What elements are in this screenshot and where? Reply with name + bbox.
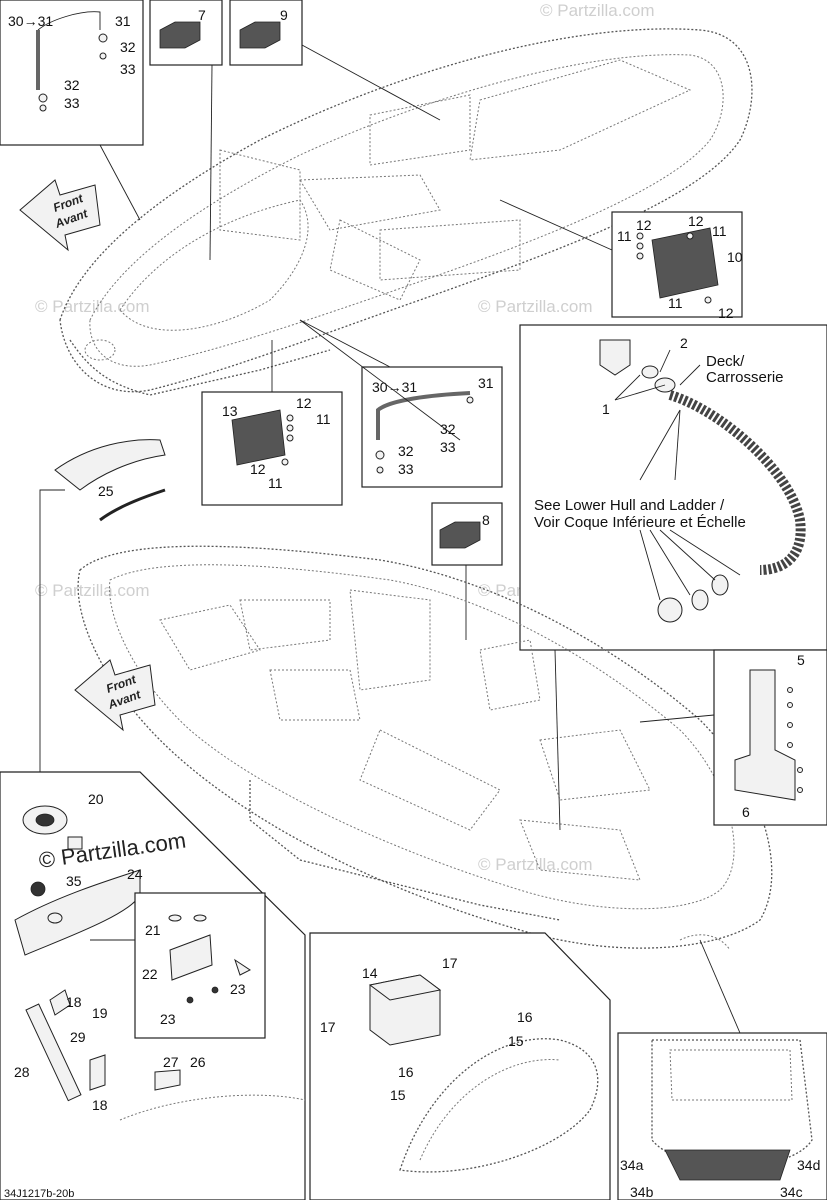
front-arrow-top: Front Avant bbox=[19, 179, 101, 252]
see-lower-hull-label: See Lower Hull and Ladder / bbox=[534, 497, 725, 514]
callout: 33 bbox=[398, 461, 414, 477]
callout: 11 bbox=[316, 411, 331, 427]
callout: 34d bbox=[797, 1157, 820, 1173]
box-hinge: 21 22 23 23 bbox=[134, 892, 266, 1039]
box-handle-mid: 30→31 31 32 33 32 33 bbox=[361, 366, 503, 488]
watermark: © Partzilla.com bbox=[35, 581, 150, 600]
callout: 5 bbox=[797, 652, 805, 668]
callout: 16 bbox=[517, 1009, 533, 1025]
callout: 34a bbox=[620, 1157, 644, 1173]
callout: 34c bbox=[780, 1184, 803, 1200]
box-grille-13: 13 12 11 12 11 bbox=[201, 391, 343, 506]
callout: 2 bbox=[680, 335, 688, 351]
front-arrow-mid: Front Avant bbox=[74, 659, 156, 732]
watermark: © Partzilla.com bbox=[478, 855, 593, 874]
box-cooler: 14 17 16 15 17 16 15 bbox=[309, 932, 611, 1200]
callout: 32 bbox=[64, 77, 80, 93]
callout: 15 bbox=[508, 1033, 524, 1049]
voir-coque-label: Voir Coque Inférieure et Échelle bbox=[534, 514, 746, 531]
callout: 32 bbox=[398, 443, 414, 459]
callout: 11 bbox=[268, 475, 283, 491]
callout: 33 bbox=[64, 95, 80, 111]
callout: 8 bbox=[482, 512, 490, 528]
callout: 31 bbox=[478, 375, 494, 391]
callout: 32 bbox=[120, 39, 136, 55]
callout: 27 bbox=[163, 1054, 179, 1070]
callout: 35 bbox=[66, 873, 82, 889]
upper-deck-drawing bbox=[59, 28, 753, 396]
callout: 33 bbox=[120, 61, 136, 77]
box-handle-top: 30→31 31 32 33 32 33 bbox=[0, 0, 144, 146]
callout: 18 bbox=[66, 994, 82, 1010]
callout: 15 bbox=[390, 1087, 406, 1103]
callout: 28 bbox=[14, 1064, 30, 1080]
callout: 16 bbox=[398, 1064, 414, 1080]
callout: 11 bbox=[668, 295, 683, 311]
watermark: © Partzilla.com bbox=[478, 297, 593, 316]
callout: 20 bbox=[88, 791, 104, 807]
lower-deck-drawing bbox=[77, 545, 773, 951]
callout: 12 bbox=[636, 217, 652, 233]
callout: 6 bbox=[742, 804, 750, 820]
callout: 23 bbox=[160, 1011, 176, 1027]
callout: 32 bbox=[440, 421, 456, 437]
callout: 29 bbox=[70, 1029, 86, 1045]
callout: 31 bbox=[115, 13, 131, 29]
callout: 17 bbox=[320, 1019, 336, 1035]
deck-label: Deck/ bbox=[706, 353, 745, 370]
callout: 7 bbox=[198, 7, 206, 23]
box-part-8: 8 bbox=[431, 502, 503, 566]
callout: 17 bbox=[442, 955, 458, 971]
carrosserie-label: Carrosserie bbox=[706, 369, 784, 386]
callout: 9 bbox=[280, 7, 288, 23]
callout: 12 bbox=[718, 305, 734, 321]
callout: 19 bbox=[92, 1005, 108, 1021]
watermark: © Partzilla.com bbox=[540, 1, 655, 20]
box-part-7: 7 bbox=[149, 0, 223, 66]
figure-code: 34J1217b-20b bbox=[4, 1188, 74, 1200]
box-grille-10: 11 12 12 11 10 11 12 bbox=[611, 211, 743, 321]
callout: 10 bbox=[727, 249, 743, 265]
callout: 11 bbox=[712, 223, 727, 239]
callout: 23 bbox=[230, 981, 246, 997]
callout: 33 bbox=[440, 439, 456, 455]
callout: 14 bbox=[362, 965, 378, 981]
callout: 12 bbox=[296, 395, 312, 411]
part-lid: 25 bbox=[54, 439, 166, 522]
callout: 25 bbox=[98, 483, 114, 499]
callout: 11 bbox=[617, 228, 632, 244]
callout: 26 bbox=[190, 1054, 206, 1070]
callout: 34b bbox=[630, 1184, 654, 1200]
callout: 1 bbox=[602, 401, 610, 417]
callout: 12 bbox=[250, 461, 266, 477]
box-drain-hose: 1 2 Deck/ Carrosserie See Lower Hull and… bbox=[519, 324, 827, 651]
box-rear-grilles: 34a 34b 34c 34d bbox=[617, 1032, 827, 1200]
callout: 30→31 bbox=[8, 13, 53, 29]
box-panel-5: 5 6 bbox=[713, 649, 827, 826]
watermark: © Partzilla.com bbox=[35, 297, 150, 316]
callout: 21 bbox=[145, 922, 161, 938]
box-part-9: 9 bbox=[229, 0, 303, 66]
callout: 22 bbox=[142, 966, 158, 982]
callout: 30→31 bbox=[372, 379, 417, 395]
callout: 24 bbox=[127, 866, 143, 882]
callout: 12 bbox=[688, 213, 704, 229]
callout: 13 bbox=[222, 403, 238, 419]
callout: 18 bbox=[92, 1097, 108, 1113]
